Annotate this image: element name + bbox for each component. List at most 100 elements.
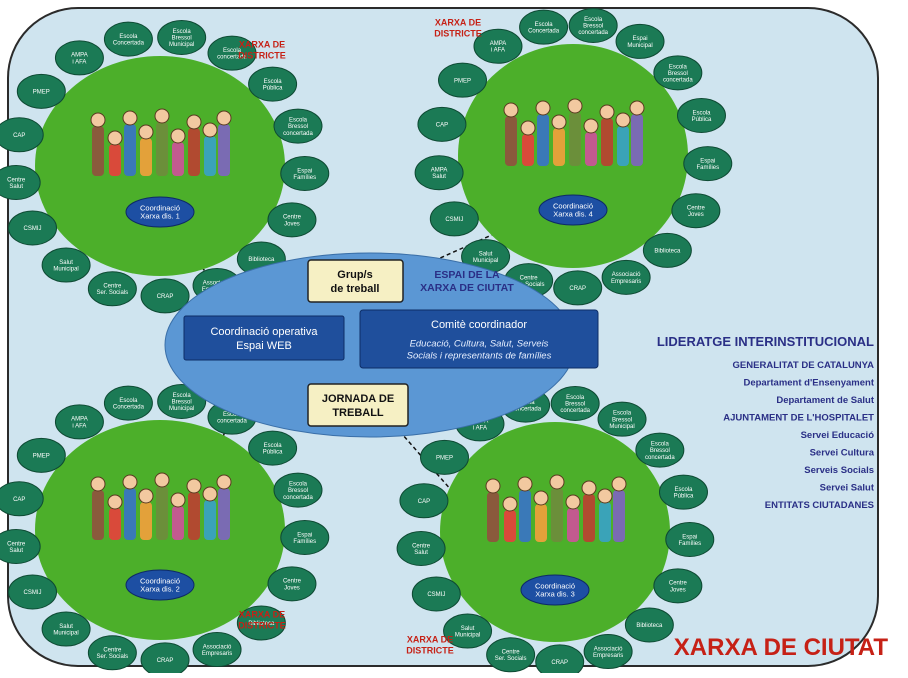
family-illustration: [503, 98, 645, 166]
service-bubble-label: PMEP: [33, 89, 50, 95]
work-day-box: [307, 383, 409, 427]
service-bubble-label: Biblioteca: [636, 623, 663, 629]
service-bubble-label: CAP: [13, 133, 25, 139]
family-illustration: [90, 472, 232, 540]
service-bubble-label: PMEP: [454, 78, 471, 84]
service-bubble-label: Biblioteca: [654, 248, 681, 254]
service-bubble-label: CAP: [436, 122, 448, 128]
institutional-leadership-line: Departament de Salut: [776, 395, 874, 406]
institutional-leadership-line: Departament d'Ensenyament: [743, 378, 874, 389]
district-coordination-oval: [125, 569, 195, 601]
service-bubble-label: CRAP: [157, 658, 174, 664]
service-bubble-label: CRAP: [551, 660, 568, 666]
institutional-leadership-line: AJUNTAMENT DE L'HOSPITALET: [723, 413, 874, 424]
service-bubble: CAP: [417, 106, 467, 142]
service-bubble-label: CAP: [13, 497, 25, 503]
family-illustration: [90, 108, 232, 176]
district-coordination-oval: [125, 196, 195, 228]
service-bubble: CAP: [399, 483, 449, 519]
service-bubble: Biblioteca: [624, 607, 674, 643]
service-bubble-label: CAP: [418, 499, 430, 505]
institutional-leadership-line: ENTITATS CIUTADANES: [765, 500, 874, 511]
city-network-title: XARXA DE CIUTAT: [674, 634, 889, 661]
service-bubble: CSMIJ: [8, 210, 58, 246]
service-bubble: Biblioteca: [236, 605, 286, 641]
institutional-leadership-line: Serveis Socials: [804, 465, 874, 476]
institutional-leadership-line: Servei Salut: [820, 483, 875, 494]
service-bubble: CSMIJ: [8, 574, 58, 610]
institutional-leadership-line: Servei Cultura: [810, 448, 875, 459]
family-illustration: [485, 474, 627, 542]
service-bubble-label: CRAP: [569, 286, 586, 292]
service-bubble-label: Biblioteca: [248, 257, 275, 263]
service-bubble: PMEP: [420, 439, 470, 475]
district-coordination-oval: [520, 574, 590, 606]
service-bubble-label: CSMIJ: [24, 590, 42, 596]
working-group-box: [307, 259, 404, 303]
service-bubble: CRAP: [553, 270, 603, 306]
service-bubble: CAP: [0, 117, 44, 153]
service-bubble: PMEP: [438, 62, 488, 98]
service-bubble-label: CSMIJ: [445, 217, 463, 223]
service-bubble: CAP: [0, 481, 44, 517]
